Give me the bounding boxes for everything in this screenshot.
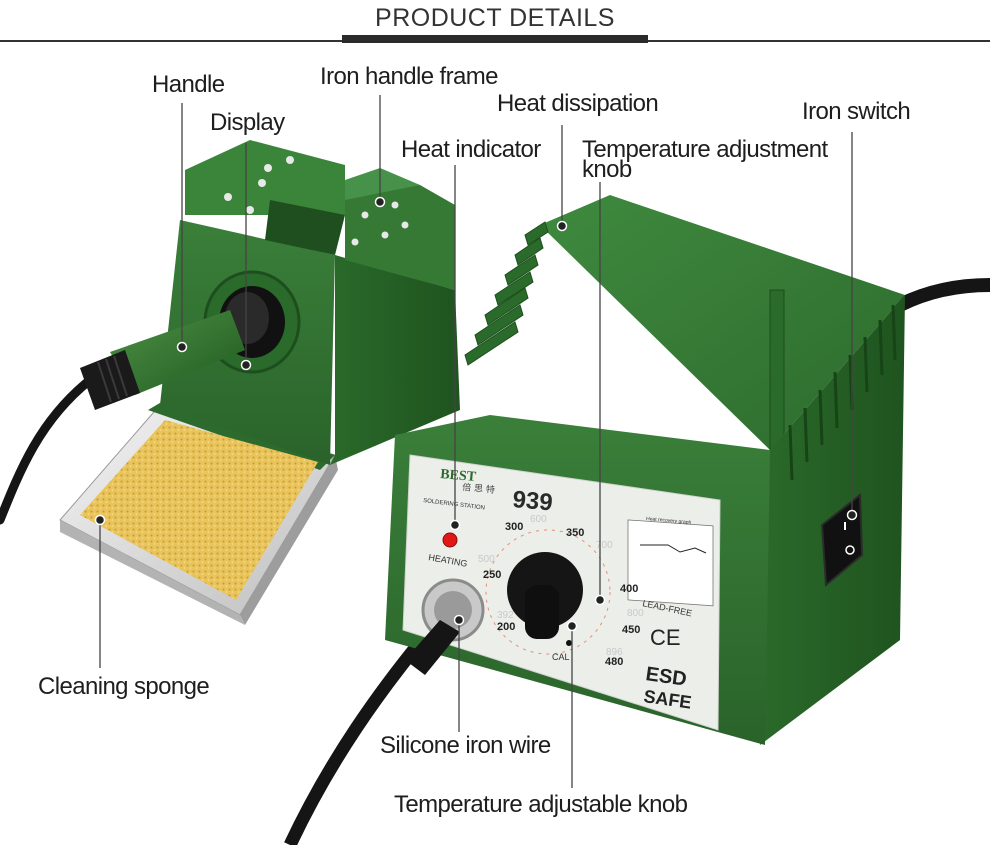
label-iron-handle-frame: Iron handle frame: [320, 63, 499, 90]
panel-ce: CE: [650, 625, 681, 650]
callout-dots: [94, 196, 858, 632]
panel-brand: BEST: [440, 467, 478, 485]
dial-c-200: 200: [497, 621, 515, 633]
label-cleaning-sponge: Cleaning sponge: [38, 673, 210, 700]
panel-cal: CAL: [552, 652, 570, 662]
temperature-dial-scale: [485, 529, 611, 655]
cleaning-sponge: [80, 420, 318, 600]
panel-model: 939: [511, 486, 553, 516]
dial-f-700: 700: [596, 540, 613, 551]
dial-f-392: 392: [497, 610, 514, 621]
label-iron-switch: Iron switch: [802, 98, 911, 125]
label-handle: Handle: [152, 71, 225, 98]
callout-lines: [99, 95, 853, 788]
section-title: PRODUCT DETAILS: [375, 4, 615, 32]
dial-c-250: 250: [483, 569, 501, 581]
tray-rim-green: [148, 400, 335, 470]
dial-c-450: 450: [622, 624, 640, 636]
label-heat-dissipation: Heat dissipation: [497, 90, 659, 117]
dial-f-500: 500: [478, 554, 495, 565]
panel-brand-cn: 倍 思 特: [462, 481, 496, 496]
stand-top-slot: [265, 200, 345, 255]
cal-hole: [566, 640, 572, 646]
iron-cable-left: [0, 375, 95, 525]
stand-top-right: [345, 180, 455, 290]
stand-top-left: [185, 140, 345, 215]
dial-f-800: 800: [627, 608, 644, 619]
label-display: Display: [210, 109, 285, 136]
label-silicone-iron-wire: Silicone iron wire: [380, 732, 551, 759]
label-temperature-adjustable-knob: Temperature adjustable knob: [394, 791, 688, 818]
soldering-iron-handle: [110, 310, 245, 395]
header-rule-accent: [342, 35, 648, 43]
graph-title: Heat recovery graph: [646, 516, 692, 526]
dial-f-896: 896: [606, 647, 623, 658]
heat-dissipation-fins-left: [464, 221, 549, 366]
dial-c-480: 480: [605, 656, 623, 668]
dial-c-300: 300: [505, 521, 523, 533]
heat-recovery-graph: [627, 519, 714, 607]
section-header: PRODUCT DETAILS: [0, 0, 990, 48]
stand-side: [330, 255, 460, 465]
heat-indicator-led: [442, 532, 458, 548]
label-heat-indicator: Heat indicator: [401, 136, 541, 163]
power-cable: [893, 278, 990, 312]
dial-f-600: 600: [530, 514, 547, 525]
dial-c-350: 350: [566, 527, 584, 539]
dial-c-400: 400: [620, 583, 638, 595]
station-top: [540, 195, 905, 450]
label-temperature-adjustment-knob: Temperature adjustment knob: [582, 136, 828, 183]
